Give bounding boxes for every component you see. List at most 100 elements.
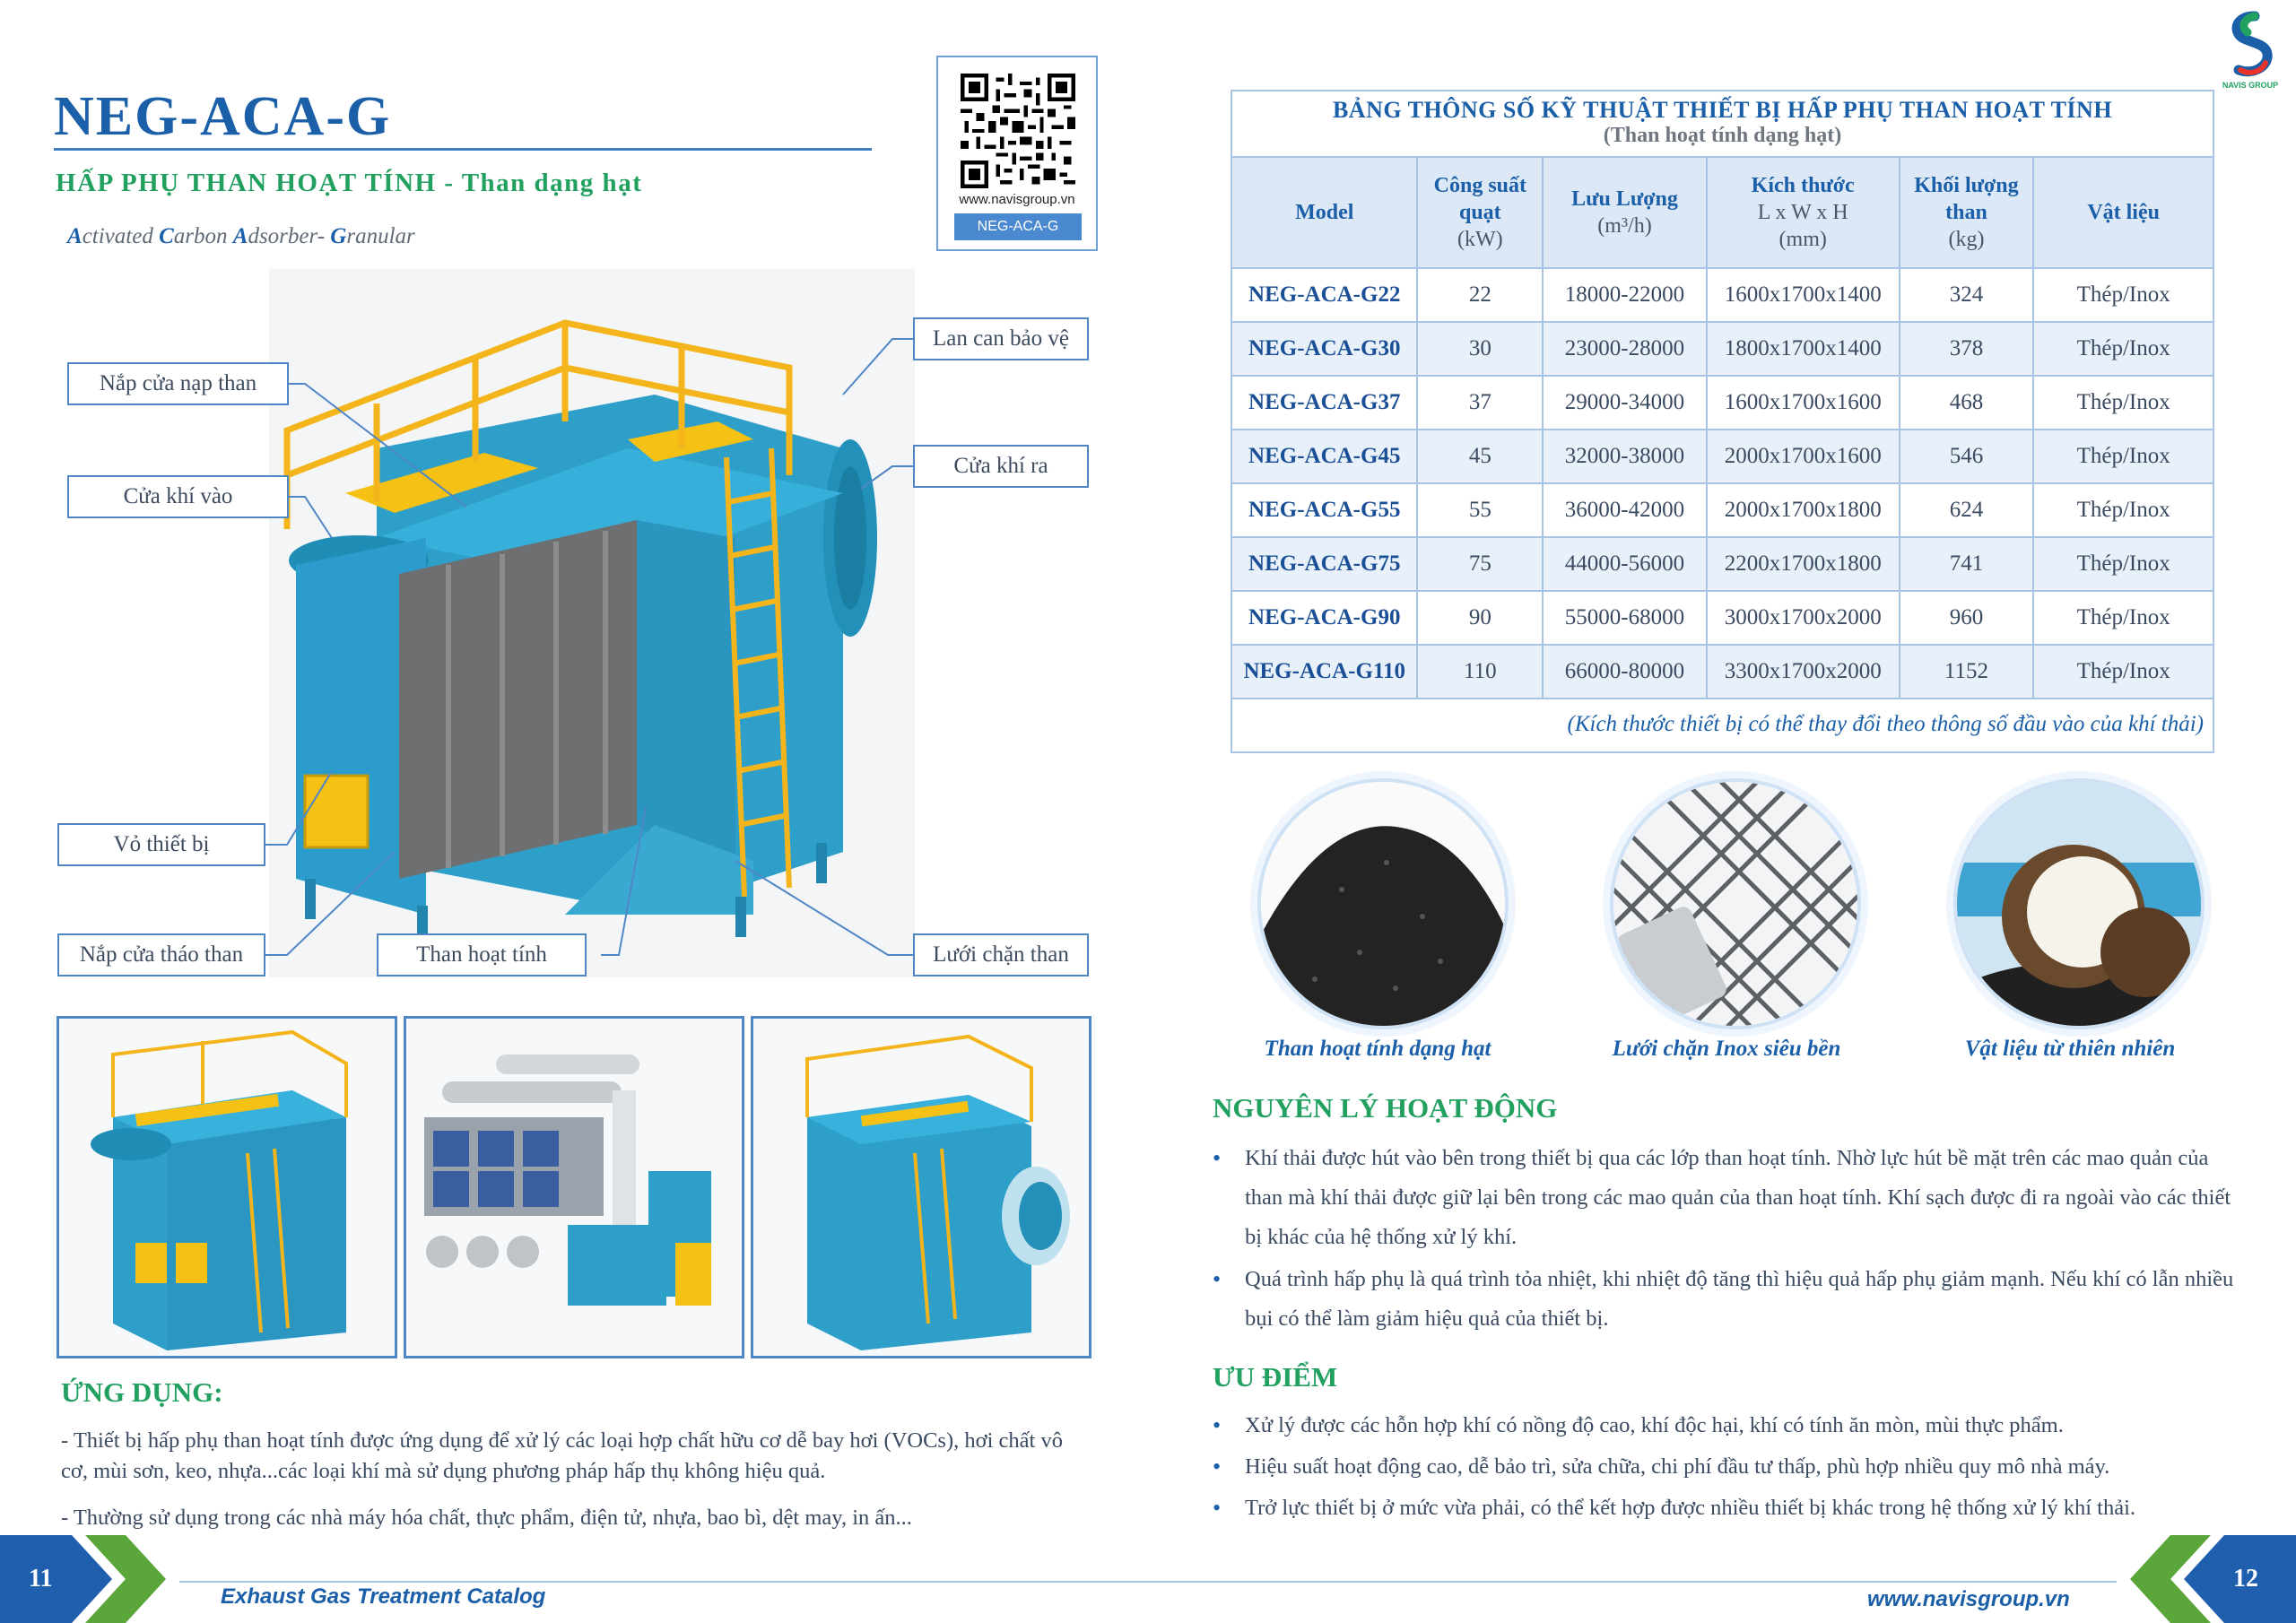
cell-weight: 1152	[1898, 644, 2035, 699]
cell-model: NEG-ACA-G90	[1230, 590, 1419, 646]
qr-url-text: www.navisgroup.vn	[959, 192, 1075, 207]
coconut-image	[1953, 778, 2205, 1029]
cell-size: 1600x1700x1600	[1705, 375, 1900, 430]
callout-gas-outlet: Cửa khí ra	[913, 445, 1089, 488]
cell-model: NEG-ACA-G45	[1230, 429, 1419, 484]
cell-model: NEG-ACA-G22	[1230, 267, 1419, 323]
col-header-material: Vật liệu	[2032, 156, 2214, 269]
cell-material: Thép/Inox	[2032, 482, 2214, 538]
cell-power: 110	[1416, 644, 1544, 699]
cell-model: NEG-ACA-G110	[1230, 644, 1419, 699]
cell-flow: 55000-68000	[1542, 590, 1708, 646]
spec-table: Model Công suất quạt(kW) Lưu Lượng(m³/h)…	[1230, 156, 2214, 699]
inox-mesh-image	[1610, 778, 1861, 1029]
logo-text: NAVIS GROUP	[2222, 81, 2278, 90]
cell-material: Thép/Inox	[2032, 375, 2214, 430]
cell-size: 3300x1700x2000	[1705, 644, 1900, 699]
principle-heading: NGUYÊN LÝ HOẠT ĐỘNG	[1213, 1092, 1558, 1124]
catalog-name: Exhaust Gas Treatment Catalog	[221, 1584, 546, 1609]
qr-card[interactable]: www.navisgroup.vn NEG-ACA-G	[936, 56, 1098, 251]
cell-flow: 66000-80000	[1542, 644, 1708, 699]
footer-left-arrow	[0, 1535, 166, 1623]
callout-discharge-door: Nắp cửa tháo than	[57, 933, 265, 976]
cell-weight: 624	[1898, 482, 2035, 538]
caption-natural-material: Vật liệu từ thiên nhiên	[1964, 1037, 2176, 1061]
cell-model: NEG-ACA-G75	[1230, 536, 1419, 592]
spec-table-note: (Kích thước thiết bị có thể thay đổi the…	[1231, 699, 2214, 753]
application-paragraph-1: - Thiết bị hấp phụ than hoạt tính được ứ…	[61, 1428, 1063, 1483]
cell-weight: 546	[1898, 429, 2035, 484]
col-header-power: Công suất quạt(kW)	[1416, 156, 1544, 269]
cell-size: 1800x1700x1400	[1705, 321, 1900, 377]
left-page-number: 11	[29, 1565, 53, 1593]
cell-size: 2200x1700x1800	[1705, 536, 1900, 592]
product-subtitle: HẤP PHỤ THAN HOẠT TÍNH - Than dạng hạt	[56, 169, 643, 197]
adsorber-diagram	[283, 319, 877, 946]
right-page-number: 12	[2233, 1565, 2258, 1593]
cell-material: Thép/Inox	[2032, 590, 2214, 646]
cell-material: Thép/Inox	[2032, 644, 2214, 699]
cell-material: Thép/Inox	[2032, 267, 2214, 323]
cell-material: Thép/Inox	[2032, 321, 2214, 377]
footer-website-link[interactable]: www.navisgroup.vn	[1867, 1587, 2070, 1611]
advantages-bullet-1: Xử lý được các hỗn hợp khí có nồng độ ca…	[1213, 1406, 2240, 1445]
col-header-weight: Khối lượng than(kg)	[1898, 156, 2035, 269]
product-photo-2	[404, 1016, 744, 1358]
product-title: NEG-ACA-G	[54, 86, 392, 147]
cell-material: Thép/Inox	[2032, 429, 2214, 484]
advantages-bullet-3: Trở lực thiết bị ở mức vừa phải, có thể …	[1213, 1488, 2240, 1528]
cell-flow: 23000-28000	[1542, 321, 1708, 377]
product-photo-3	[751, 1016, 1091, 1358]
cell-weight: 741	[1898, 536, 2035, 592]
product-subtitle-en: Activated Carbon Adsorber- Granular	[67, 224, 415, 248]
cell-size: 2000x1700x1600	[1705, 429, 1900, 484]
product-photo-1	[57, 1016, 397, 1358]
col-header-model: Model	[1230, 156, 1419, 269]
cell-flow: 44000-56000	[1542, 536, 1708, 592]
application-paragraph-2: - Thường sử dụng trong các nhà máy hóa c…	[61, 1506, 912, 1530]
cell-size: 1600x1700x1400	[1705, 267, 1900, 323]
cell-power: 55	[1416, 482, 1544, 538]
carbon-granules-image	[1257, 778, 1509, 1029]
advantages-heading: ƯU ĐIỂM	[1213, 1361, 1338, 1393]
cell-size: 2000x1700x1800	[1705, 482, 1900, 538]
navis-logo: NAVIS GROUP	[2222, 11, 2278, 90]
cell-power: 45	[1416, 429, 1544, 484]
qr-model-tag: NEG-ACA-G	[954, 213, 1082, 240]
cell-weight: 468	[1898, 375, 2035, 430]
callout-loading-door: Nắp cửa nạp than	[67, 362, 289, 405]
cell-power: 30	[1416, 321, 1544, 377]
callout-railing: Lan can bảo vệ	[913, 317, 1089, 360]
qr-code-icon	[961, 74, 1075, 188]
callout-activated-carbon: Than hoạt tính	[377, 933, 587, 976]
spec-table-subtitle: (Than hoạt tính dạng hạt)	[1603, 124, 1842, 147]
principle-bullet-2: Quá trình hấp phụ là quá trình tỏa nhiệt…	[1213, 1260, 2240, 1339]
cell-flow: 18000-22000	[1542, 267, 1708, 323]
cell-power: 75	[1416, 536, 1544, 592]
cell-model: NEG-ACA-G37	[1230, 375, 1419, 430]
cell-material: Thép/Inox	[2032, 536, 2214, 592]
machine-illustration	[269, 269, 915, 977]
cell-power: 22	[1416, 267, 1544, 323]
callout-housing: Vỏ thiết bị	[57, 823, 265, 866]
cell-flow: 36000-42000	[1542, 482, 1708, 538]
cell-size: 3000x1700x2000	[1705, 590, 1900, 646]
caption-carbon-granules: Than hoạt tính dạng hạt	[1264, 1037, 1492, 1061]
application-heading: ỨNG DỤNG:	[61, 1376, 223, 1408]
principle-bullet-1: Khí thải được hút vào bên trong thiết bị…	[1213, 1139, 2240, 1257]
callout-carbon-mesh: Lưới chặn than	[913, 933, 1089, 976]
spec-table-header: BẢNG THÔNG SỐ KỸ THUẬT THIẾT BỊ HẤP PHỤ …	[1231, 90, 2214, 156]
col-header-flow: Lưu Lượng(m³/h)	[1542, 156, 1708, 269]
cell-weight: 960	[1898, 590, 2035, 646]
spec-table-section: BẢNG THÔNG SỐ KỸ THUẬT THIẾT BỊ HẤP PHỤ …	[1230, 90, 2214, 753]
cell-weight: 378	[1898, 321, 2035, 377]
cell-power: 90	[1416, 590, 1544, 646]
caption-inox-mesh: Lưới chặn Inox siêu bền	[1612, 1037, 1841, 1061]
